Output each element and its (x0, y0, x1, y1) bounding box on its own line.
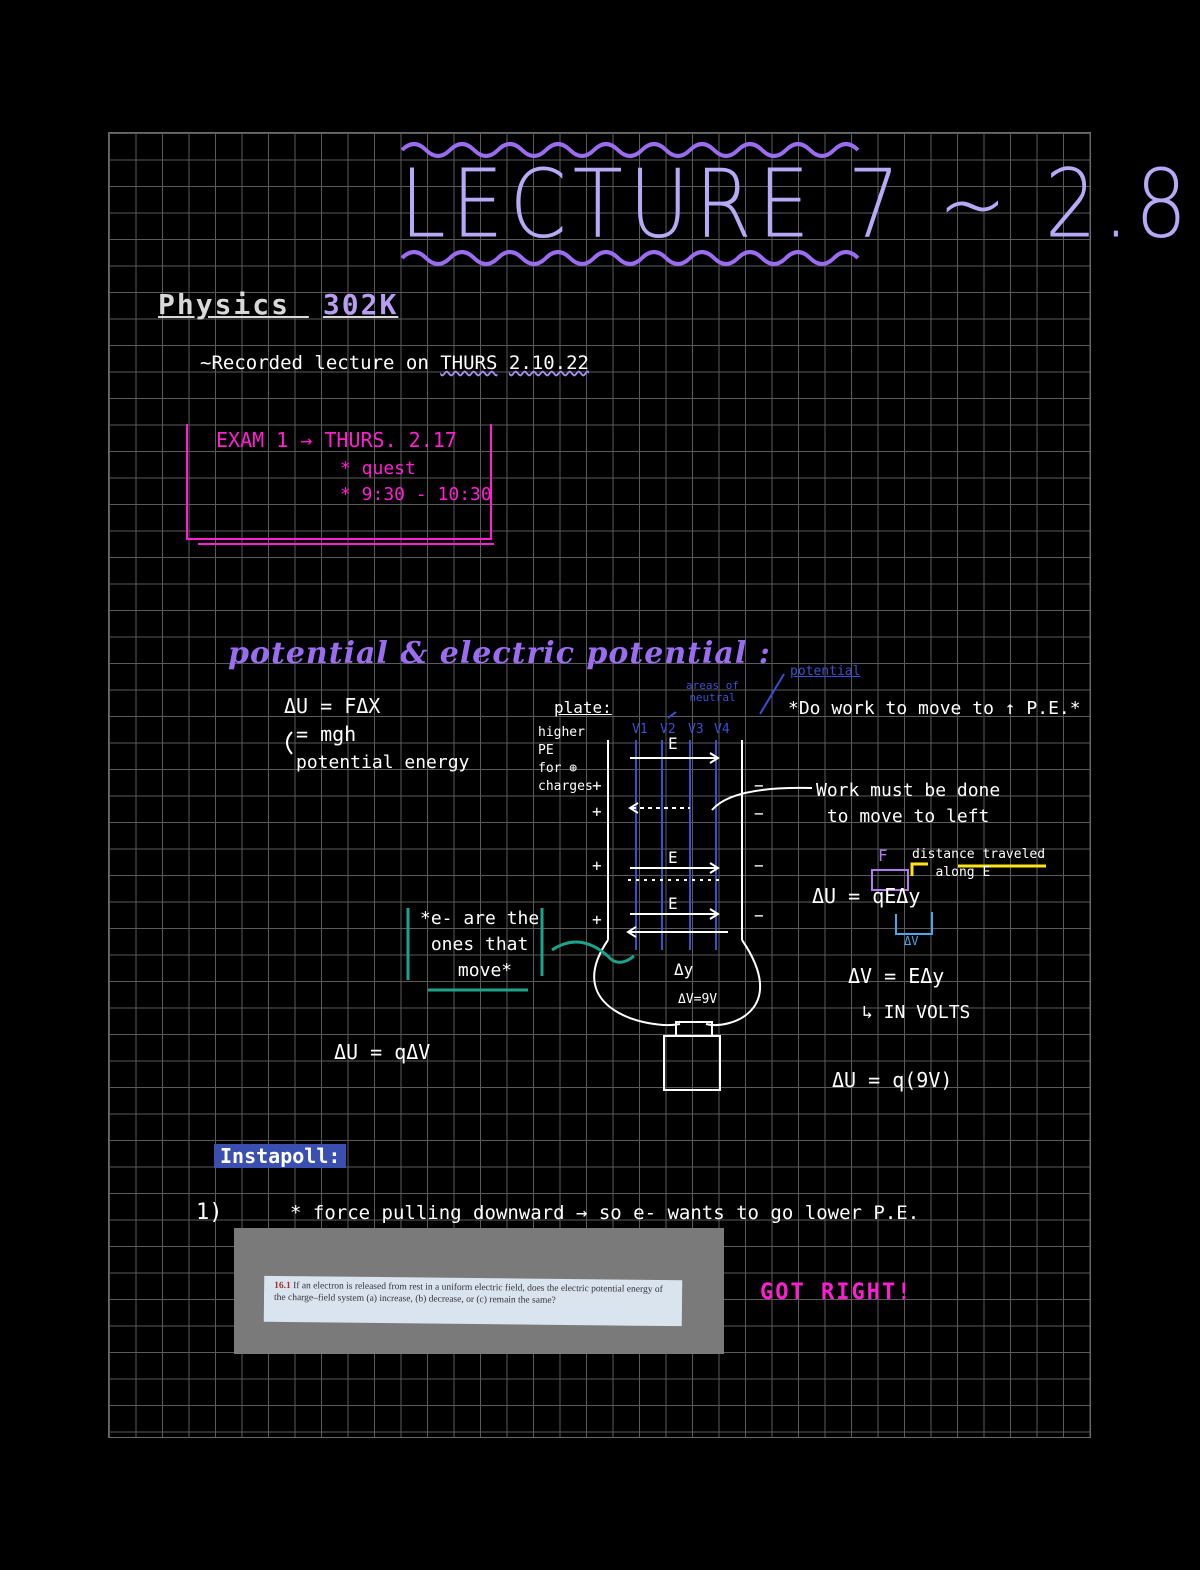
instapoll-label: Instapoll: (214, 1144, 347, 1168)
electron-note: *e- are the ones that move* (420, 908, 540, 981)
paper-question-text: If an electron is released from rest in … (273, 1281, 663, 1306)
course-heading: Physics 302K (158, 288, 398, 321)
paper-question-number: 16.1 (274, 1280, 291, 1292)
force-note: * force pulling downward → so e- wants t… (290, 1202, 920, 1224)
question-number: 1) (196, 1200, 223, 1225)
v2-label: V2 (660, 722, 676, 737)
eq-du-qdv: ΔU = qΔV (334, 1040, 431, 1064)
dy-label: Δy (674, 960, 694, 979)
recorded-note: ~Recorded lecture on THURS 2.10.22 (200, 352, 589, 374)
do-work-note: *Do work to move to ↑ P.E.* (788, 698, 1081, 719)
exam-date: EXAM 1 → THURS. 2.17 (216, 428, 457, 452)
dv-9v-label: ΔV=9V (678, 992, 718, 1007)
minus-sign-3: − (754, 856, 764, 875)
minus-sign-1: − (754, 776, 764, 795)
dv-label: ΔV (904, 934, 919, 948)
distance-note: distance traveled along E (912, 847, 1046, 880)
neutral-label: areas of neutral (686, 679, 739, 704)
section-title: potential & electric potential : (228, 636, 771, 671)
minus-sign-2: − (754, 804, 764, 823)
course-number: 302K (322, 288, 399, 321)
eq-dv-edy: ΔV = EΔy (848, 964, 945, 988)
exam-time: * 9:30 - 10:30 (340, 484, 492, 505)
eq-du-qedy: ΔU = qEΔy (812, 884, 921, 908)
field-label-1: E (668, 734, 678, 753)
eq-du-q9v: ΔU = q(9V) (832, 1068, 953, 1092)
eq-du-fdx: ΔU = FΔX (284, 694, 381, 718)
pe-label: potential energy (296, 752, 470, 773)
plate-label: plate: (554, 698, 612, 717)
question-paper: 16.1 If an electron is released from res… (263, 1275, 683, 1327)
plus-sign-1: + (592, 776, 602, 795)
v4-label: V4 (714, 722, 730, 737)
exam-location: * quest (340, 458, 416, 479)
potential-label: potential (790, 664, 861, 679)
course-name: Physics (158, 288, 291, 321)
eq-mgh: = mgh (296, 722, 357, 746)
work-must-note: Work must be done to move to left (816, 780, 1001, 827)
plus-sign-3: + (592, 856, 602, 875)
f-label: F (878, 846, 888, 865)
result-note: GOT RIGHT! (760, 1280, 913, 1305)
field-label-2: E (668, 848, 678, 867)
exam-box (186, 424, 492, 540)
higher-pe-note: higher PE for ⊕ charges (538, 725, 593, 794)
v3-label: V3 (688, 722, 704, 737)
recorded-day: THURS (440, 352, 498, 374)
plus-sign-4: + (592, 910, 602, 929)
in-volts-note: ↳ IN VOLTS (862, 1002, 971, 1023)
page-title: LECTURE 7 ~ 2.8 (400, 150, 1194, 260)
recorded-prefix: ~Recorded lecture on (200, 352, 429, 374)
recorded-date: 2.10.22 (508, 352, 589, 374)
grid-page (108, 132, 1091, 1438)
field-label-3: E (668, 894, 678, 913)
plus-sign-2: + (592, 802, 602, 821)
v1-label: V1 (632, 722, 648, 737)
minus-sign-4: − (754, 906, 764, 925)
